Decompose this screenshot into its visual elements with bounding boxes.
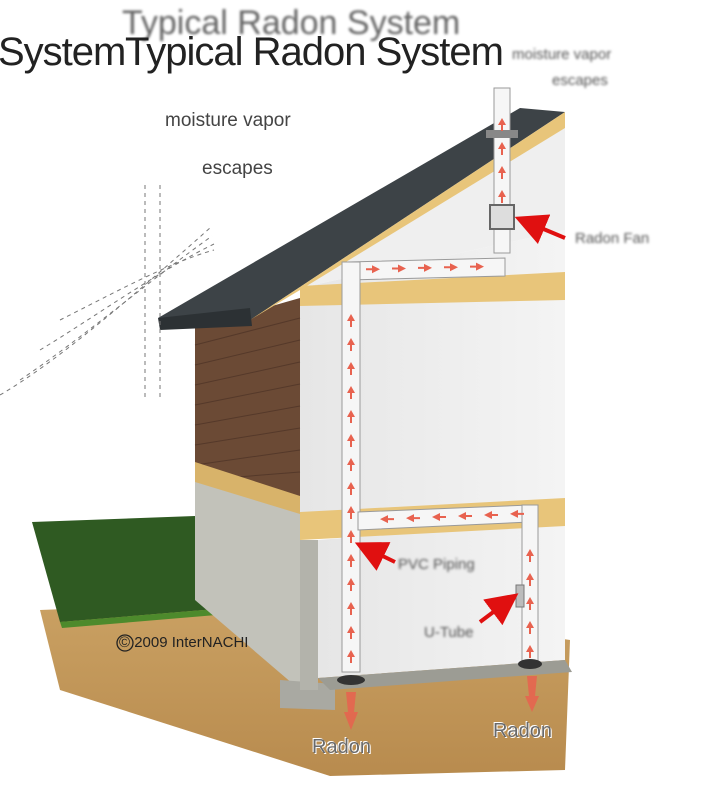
flow-arrow <box>347 458 355 471</box>
radon-arrow-right <box>525 676 539 712</box>
flow-arrow <box>458 512 472 520</box>
flow-arrow <box>347 482 355 495</box>
footing <box>280 680 335 710</box>
top-right-label-1: moisture vapor <box>512 46 612 63</box>
flow-arrow <box>347 530 355 543</box>
roof <box>158 108 565 320</box>
flow-arrow <box>406 514 420 523</box>
gutter <box>158 308 252 330</box>
flow-arrow <box>347 506 355 519</box>
escapes-label: escapes <box>202 158 273 179</box>
flow-arrow <box>392 264 406 273</box>
flow-arrow <box>526 621 534 634</box>
flow-arrow <box>526 549 534 562</box>
flow-arrow <box>347 338 355 351</box>
vapor-wisps <box>0 185 215 400</box>
flow-arrow <box>432 513 446 522</box>
u-tube-label: U-Tube <box>424 624 474 641</box>
pvc-piping-label: PVC Piping <box>398 556 475 573</box>
flow-arrow <box>484 510 498 519</box>
flow-arrow <box>380 515 394 524</box>
flow-arrow <box>347 434 355 447</box>
flow-arrow <box>498 190 506 203</box>
roof-flashing <box>486 130 518 138</box>
roof-underside <box>250 112 565 320</box>
flow-arrow <box>498 118 506 131</box>
flow-arrow <box>444 263 458 272</box>
flow-arrow <box>347 602 355 615</box>
moisture-vapor-label: moisture vapor <box>165 110 291 131</box>
copyright-mark <box>116 634 134 652</box>
flow-arrow <box>418 263 432 272</box>
flow-arrow <box>347 578 355 591</box>
flow-arrow <box>526 597 534 610</box>
flow-arrow <box>347 314 355 327</box>
flow-arrow <box>347 410 355 423</box>
flow-arrow <box>347 386 355 399</box>
basement-slab <box>318 660 572 690</box>
title-ghost: Typical Radon System <box>122 4 461 42</box>
page-title: Typical Radon System <box>125 30 504 74</box>
flow-arrow <box>510 509 524 518</box>
flow-arrow <box>526 645 534 658</box>
radon-fan <box>489 204 515 230</box>
u-tube-gauge <box>515 584 525 608</box>
flow-arrow <box>498 142 506 155</box>
flow-arrow <box>498 166 506 179</box>
siding <box>195 298 300 512</box>
flow-arrow <box>366 265 380 274</box>
footing-front <box>300 540 318 690</box>
utube-pointer <box>478 593 519 626</box>
flow-arrow <box>347 626 355 639</box>
upper-rim-joist <box>300 272 565 306</box>
radon-label-left: Radon <box>312 736 371 758</box>
title-left-fragment: System <box>0 30 126 74</box>
pipe-base-right <box>518 659 542 669</box>
flow-arrow <box>347 650 355 663</box>
fan-pointer <box>514 214 566 245</box>
radon-arrow-left <box>344 692 358 730</box>
radon-fan-label: Radon Fan <box>575 230 650 247</box>
sill-side <box>195 462 300 514</box>
copyright-label: © 2009 InterNACHI <box>119 634 249 651</box>
pvc-pointer <box>354 542 396 571</box>
flow-arrow <box>347 362 355 375</box>
top-right-label-2: escapes <box>552 72 608 89</box>
siding-lines <box>194 317 301 481</box>
radon-label-right: Radon <box>493 720 552 742</box>
airflow-arrows <box>347 118 534 663</box>
pipe-base-left <box>337 675 365 685</box>
flow-arrow <box>470 262 484 271</box>
foundation-wall <box>195 478 300 690</box>
flow-arrow <box>526 573 534 586</box>
flow-arrow <box>347 554 355 567</box>
